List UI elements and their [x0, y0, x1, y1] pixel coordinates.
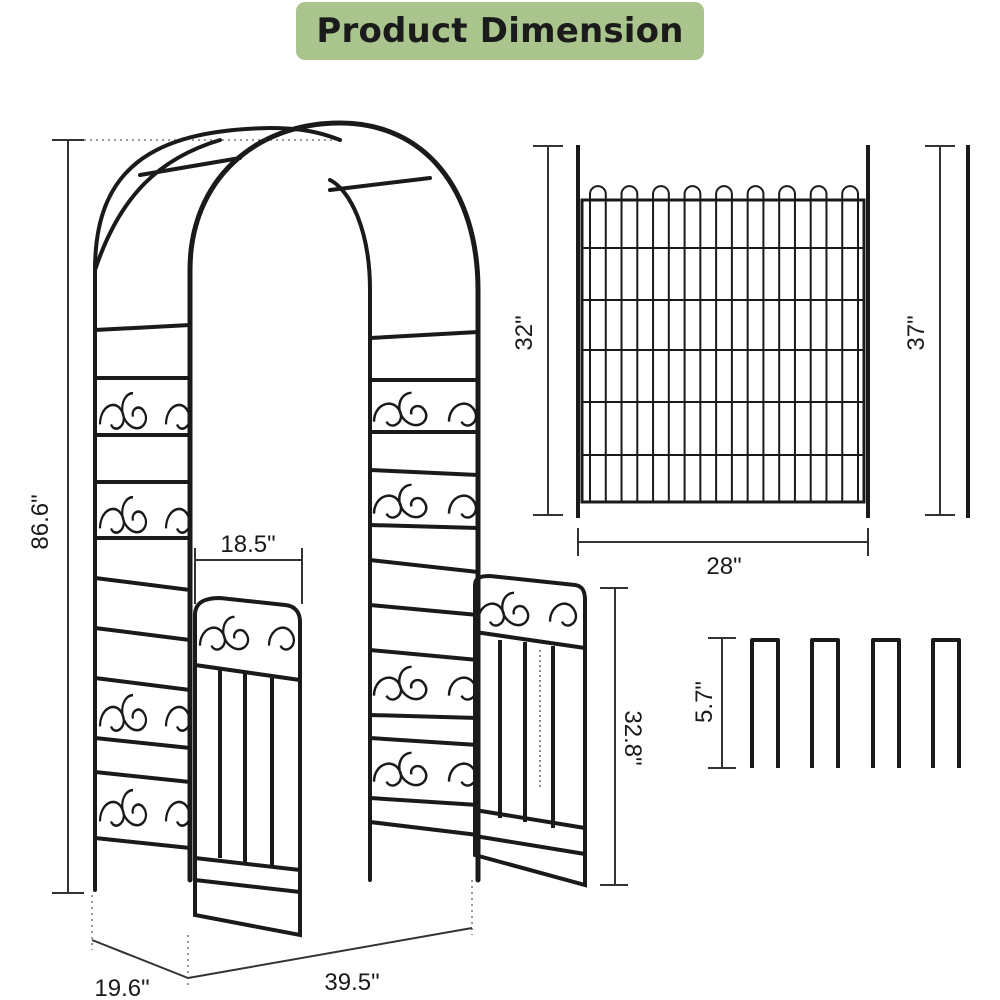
- fence-width-label: 28": [706, 553, 741, 580]
- fence-total-height-label: 37": [903, 315, 930, 350]
- gate-height-label: 32.8": [619, 710, 646, 765]
- arch-width-label: 39.5": [324, 969, 379, 996]
- fence-picket-loop: [715, 185, 733, 200]
- gate-width-label: 18.5": [220, 531, 275, 558]
- fence-panel-icon: [576, 145, 870, 518]
- page-title: Product Dimension: [316, 11, 684, 51]
- fence-picket-loop: [652, 185, 670, 200]
- stake-height-label: 5.7": [691, 681, 718, 723]
- fence-picket-loop: [746, 185, 765, 200]
- gate-right-icon: [473, 573, 587, 888]
- fence-picket-loop: [809, 185, 828, 200]
- fence-picket-loop: [589, 185, 607, 200]
- dimension-lines: [52, 139, 955, 985]
- fence-picket-loop: [683, 185, 702, 200]
- u-stake-icon: [750, 638, 961, 768]
- fence-picket-loop: [841, 185, 859, 200]
- fence-height-label: 32": [511, 315, 538, 350]
- fence-picket-loop: [620, 185, 639, 200]
- title-banner: Product Dimension: [296, 2, 704, 60]
- arch-height-label: 86.6": [27, 494, 54, 549]
- arch-depth-label: 19.6": [94, 975, 149, 1000]
- fence-picket-loop: [778, 185, 796, 200]
- arch-icon: [93, 120, 481, 892]
- gate-icon: [193, 595, 302, 938]
